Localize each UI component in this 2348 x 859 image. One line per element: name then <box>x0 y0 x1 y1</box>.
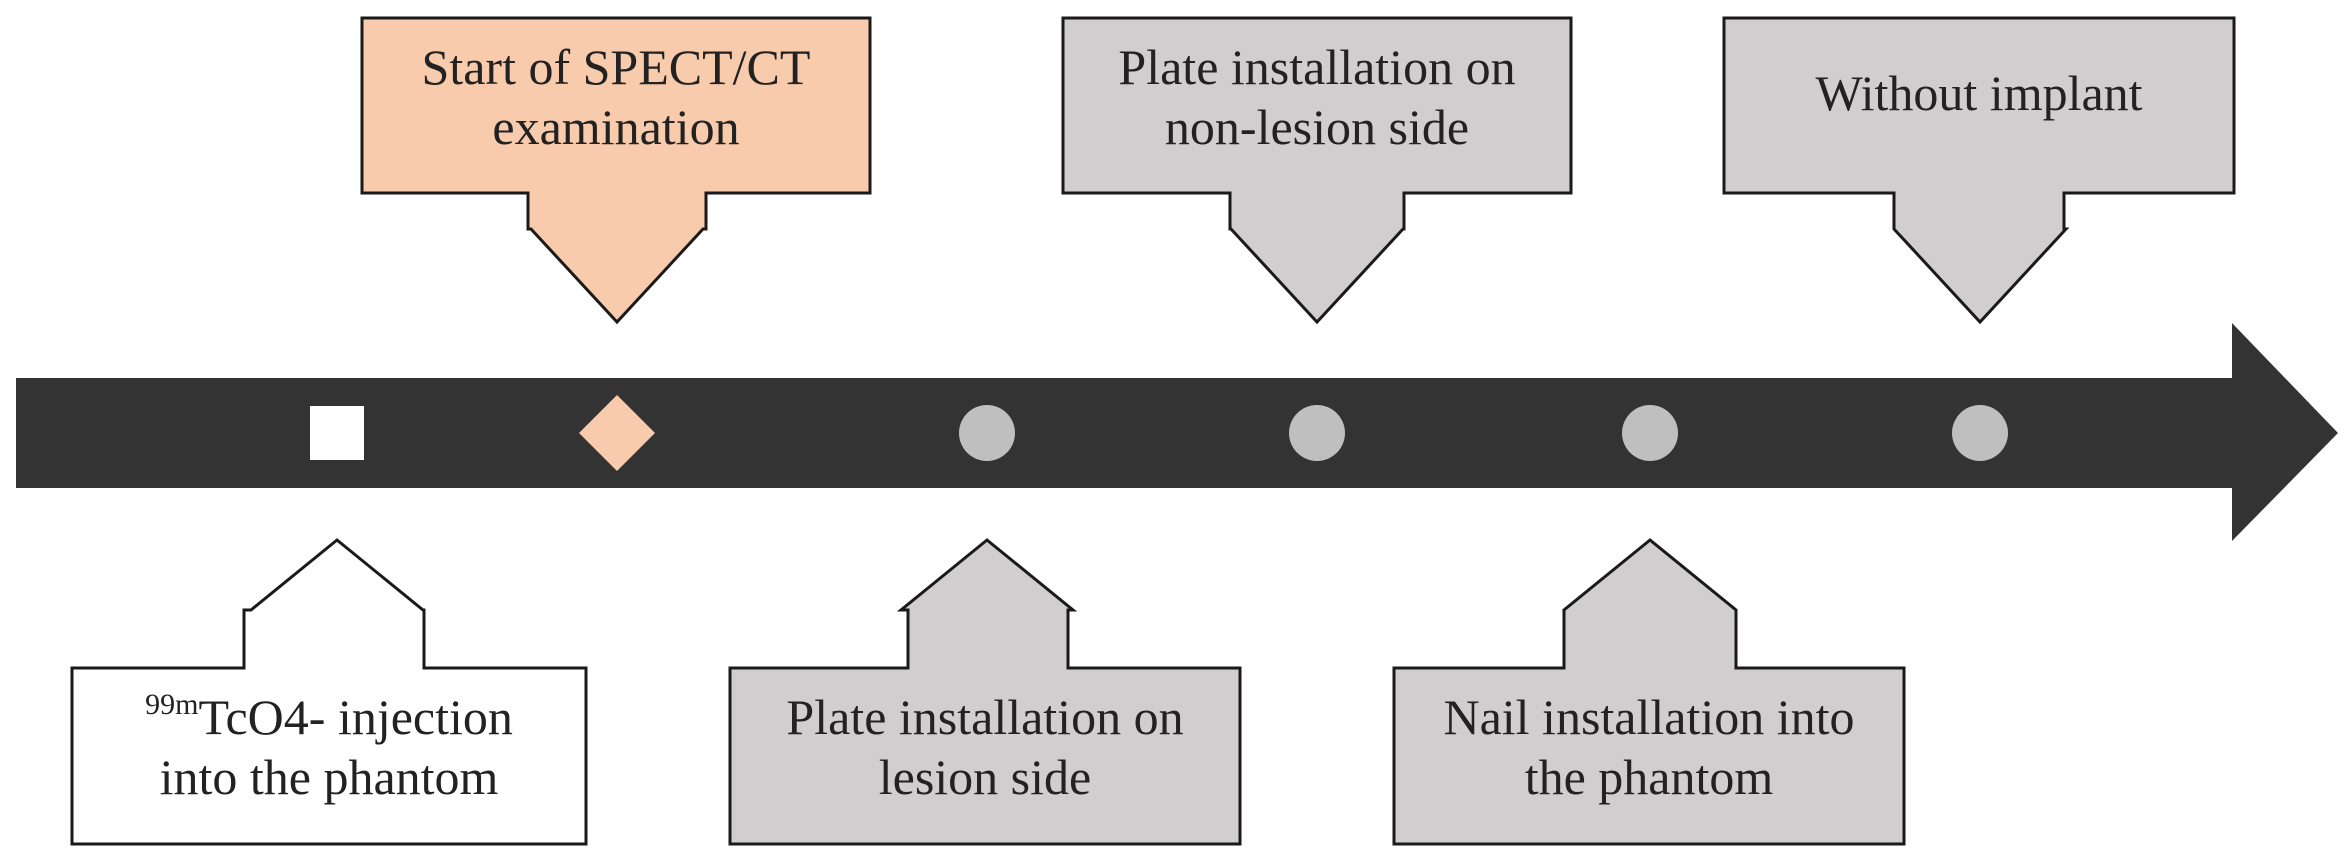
start-spect-label-line: Start of SPECT/CT <box>422 39 811 95</box>
nail-label-line: the phantom <box>1525 749 1774 805</box>
nail-arrow-box <box>1392 538 1906 846</box>
nail-marker <box>1622 405 1678 461</box>
timeline-arrow <box>16 323 2338 541</box>
label-text: TcO4- injection <box>198 689 512 745</box>
injection-arrow-box <box>70 538 588 846</box>
timeline-markers <box>310 395 2008 471</box>
injection-label-line: 99mTcO4- injection <box>145 688 513 745</box>
without-implant-callout: Without implant <box>1722 16 2236 325</box>
plate-lesion-marker <box>959 405 1015 461</box>
plate-non-lesion-label-line: non-lesion side <box>1165 99 1469 155</box>
plate-lesion-label-line: Plate installation on <box>786 689 1183 745</box>
plate-non-lesion-arrow-box <box>1061 16 1573 325</box>
start-spect-arrow-box <box>360 16 872 325</box>
plate-non-lesion-marker <box>1289 405 1345 461</box>
plate-non-lesion-label-line: Plate installation on <box>1118 39 1515 95</box>
start-spect-marker <box>579 395 655 471</box>
start-spect-label-line: examination <box>492 99 739 155</box>
without-implant-marker <box>1952 405 2008 461</box>
injection-marker <box>310 406 364 460</box>
nail-label-line: Nail installation into <box>1443 689 1854 745</box>
plate-lesion-arrow-box <box>728 538 1242 846</box>
plate-lesion-label-line: lesion side <box>879 749 1091 805</box>
without-implant-label-line: Without implant <box>1815 65 2142 121</box>
injection-label-line: into the phantom <box>160 749 499 805</box>
without-implant-arrow-box <box>1722 16 2236 325</box>
superscript: 99m <box>145 688 198 721</box>
